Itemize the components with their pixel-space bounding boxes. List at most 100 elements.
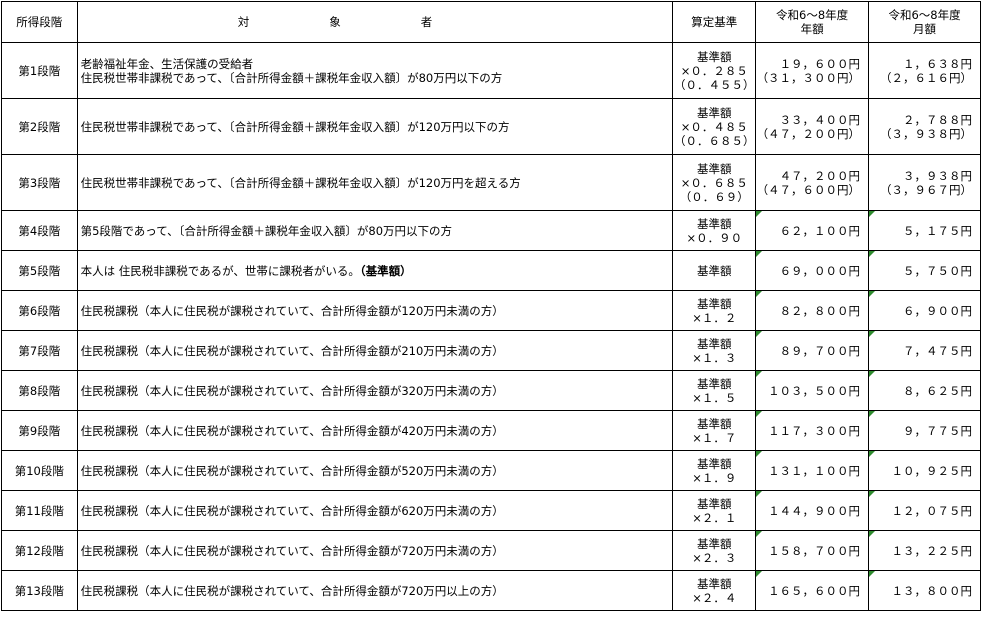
basis-label: 基準額 xyxy=(697,336,732,351)
monthly-cell: ８，６２５円 xyxy=(868,370,981,411)
annual-cell: １１７，３００円 xyxy=(755,410,870,451)
target-cell: 住民税課税（本人に住民税が課税されていて、合計所得金額が520万円未満の方） xyxy=(76,450,674,491)
annual-amount-alt: （３１，３００円） xyxy=(756,70,861,85)
annual-cell: ４７，２００円 （４７，６００円） xyxy=(755,154,870,211)
table-row: 第10段階 住民税課税（本人に住民税が課税されていて、合計所得金額が520万円未… xyxy=(1,450,981,491)
header-annual: 令和6～8年度 年額 xyxy=(755,1,870,43)
monthly-cell: ２，７８８円 （３，９３８円） xyxy=(868,98,981,155)
basis-rate: ×０．２８５ xyxy=(680,63,748,78)
header-target: 対象者 xyxy=(76,1,674,43)
monthly-amount-alt: （３，９６７円） xyxy=(880,182,972,197)
annual-cell: １４４，９００円 xyxy=(755,490,870,531)
table-row: 第7段階 住民税課税（本人に住民税が課税されていて、合計所得金額が210万円未満… xyxy=(1,330,981,371)
target-cell: 老齢福祉年金、生活保護の受給者 住民税世帯非課税であって、〔合計所得金額＋課税年… xyxy=(76,42,674,99)
monthly-cell: ３，９３８円 （３，９６７円） xyxy=(868,154,981,211)
basis-rate: ×１．３ xyxy=(692,350,737,365)
table-row: 第11段階 住民税課税（本人に住民税が課税されていて、合計所得金額が620万円未… xyxy=(1,490,981,531)
table-row: 第1段階 老齢福祉年金、生活保護の受給者 住民税世帯非課税であって、〔合計所得金… xyxy=(1,42,981,99)
monthly-cell: ７，４７５円 xyxy=(868,330,981,371)
basis-cell: 基準額 ×１．３ xyxy=(672,330,757,371)
monthly-cell: １３，８００円 xyxy=(868,570,981,611)
target-text: 本人は 住民税非課税であるが、世帯に課税者がいる。 xyxy=(80,263,360,278)
table-row: 第9段階 住民税課税（本人に住民税が課税されていて、合計所得金額が420万円未満… xyxy=(1,410,981,451)
basis-label: 基準額 xyxy=(697,49,732,64)
monthly-cell: １２，０７５円 xyxy=(868,490,981,531)
basis-rate: ×２．１ xyxy=(692,510,737,525)
target-cell: 第5段階であって、〔合計所得金額＋課税年金収入額〕が80万円以下の方 xyxy=(76,210,674,251)
header-monthly-period: 令和6～8年度 xyxy=(888,8,961,22)
annual-cell: １３１，１００円 xyxy=(755,450,870,491)
basis-cell: 基準額 ×０．６８５ （０．６９） xyxy=(672,154,757,211)
monthly-cell: ９，７７５円 xyxy=(868,410,981,451)
basis-rate: ×１．７ xyxy=(692,430,737,445)
basis-cell: 基準額 ×２．４ xyxy=(672,570,757,611)
target-cell: 住民税課税（本人に住民税が課税されていて、合計所得金額が620万円未満の方） xyxy=(76,490,674,531)
annual-cell: ６２，１００円 xyxy=(755,210,870,251)
table-row: 第3段階 住民税世帯非課税であって、〔合計所得金額＋課税年金収入額〕が120万円… xyxy=(1,154,981,211)
monthly-cell: １０，９２５円 xyxy=(868,450,981,491)
monthly-cell: ５，７５０円 xyxy=(868,250,981,291)
basis-label: 基準額 xyxy=(697,496,732,511)
basis-label: 基準額 xyxy=(697,161,732,176)
basis-rate: ×２．３ xyxy=(692,550,737,565)
monthly-cell: １３，２２５円 xyxy=(868,530,981,571)
monthly-cell: １，６３８円 （２，６１６円） xyxy=(868,42,981,99)
annual-cell: １５８，７００円 xyxy=(755,530,870,571)
basis-label: 基準額 xyxy=(697,376,732,391)
monthly-cell: ６，９００円 xyxy=(868,290,981,331)
header-calc-basis: 算定基準 xyxy=(672,1,757,43)
annual-cell: ３３，４００円 （４７，２００円） xyxy=(755,98,870,155)
stage-cell: 第4段階 xyxy=(1,210,78,251)
target-cell: 住民税課税（本人に住民税が課税されていて、合計所得金額が420万円未満の方） xyxy=(76,410,674,451)
basis-cell: 基準額 ×１．５ xyxy=(672,370,757,411)
stage-cell: 第6段階 xyxy=(1,290,78,331)
annual-cell: ８９，７００円 xyxy=(755,330,870,371)
monthly-amount-alt: （３，９３８円） xyxy=(880,126,972,141)
annual-cell: １６５，６００円 xyxy=(755,570,870,611)
basis-rate-alt: （０．４５５） xyxy=(674,77,755,92)
monthly-cell: ５，１７５円 xyxy=(868,210,981,251)
target-cell: 住民税世帯非課税であって、〔合計所得金額＋課税年金収入額〕が120万円を超える方 xyxy=(76,154,674,211)
stage-cell: 第3段階 xyxy=(1,154,78,211)
annual-cell: １０３，５００円 xyxy=(755,370,870,411)
stage-cell: 第10段階 xyxy=(1,450,78,491)
monthly-amount-alt: （２，６１６円） xyxy=(880,70,972,85)
header-annual-label: 年額 xyxy=(800,22,824,36)
basis-label: 基準額 xyxy=(697,105,732,120)
table-row: 第5段階 本人は 住民税非課税であるが、世帯に課税者がいる。（基準額） 基準額 … xyxy=(1,250,981,291)
basis-label: 基準額 xyxy=(697,536,732,551)
annual-amount: ４７，２００円 xyxy=(779,168,861,183)
header-annual-period: 令和6～8年度 xyxy=(776,8,849,22)
basis-rate: ×２．４ xyxy=(692,590,737,605)
target-line: 老齢福祉年金、生活保護の受給者 xyxy=(80,56,254,71)
annual-amount: ３３，４００円 xyxy=(779,112,861,127)
monthly-amount: １，６３８円 xyxy=(903,56,972,71)
table-row: 第2段階 住民税世帯非課税であって、〔合計所得金額＋課税年金収入額〕が120万円… xyxy=(1,98,981,155)
target-cell: 住民税世帯非課税であって、〔合計所得金額＋課税年金収入額〕が120万円以下の方 xyxy=(76,98,674,155)
annual-cell: ８２，８００円 xyxy=(755,290,870,331)
basis-cell: 基準額 ×０．２８５ （０．４５５） xyxy=(672,42,757,99)
stage-cell: 第9段階 xyxy=(1,410,78,451)
basis-rate: ×０．６８５ xyxy=(680,175,748,190)
table-row: 第4段階 第5段階であって、〔合計所得金額＋課税年金収入額〕が80万円以下の方 … xyxy=(1,210,981,251)
basis-rate: ×０．９０ xyxy=(686,230,743,245)
basis-rate-alt: （０．６８５） xyxy=(674,133,755,148)
target-line: 住民税世帯非課税であって、〔合計所得金額＋課税年金収入額〕が80万円以下の方 xyxy=(80,70,503,85)
table-row: 第8段階 住民税課税（本人に住民税が課税されていて、合計所得金額が320万円未満… xyxy=(1,370,981,411)
table-row: 第6段階 住民税課税（本人に住民税が課税されていて、合計所得金額が120万円未満… xyxy=(1,290,981,331)
basis-cell: 基準額 ×２．１ xyxy=(672,490,757,531)
stage-cell: 第5段階 xyxy=(1,250,78,291)
stage-cell: 第8段階 xyxy=(1,370,78,411)
stage-cell: 第2段階 xyxy=(1,98,78,155)
basis-cell: 基準額 ×２．３ xyxy=(672,530,757,571)
basis-label: 基準額 xyxy=(697,576,732,591)
annual-amount-alt: （４７，２００円） xyxy=(756,126,861,141)
table-row: 第12段階 住民税課税（本人に住民税が課税されていて、合計所得金額が720万円未… xyxy=(1,530,981,571)
basis-rate: ×０．４８５ xyxy=(680,119,748,134)
header-row: 所得段階 対象者 算定基準 令和6～8年度 年額 令和6～8年度 月額 xyxy=(1,1,981,43)
basis-label: 基準額 xyxy=(697,416,732,431)
basis-cell: 基準額 xyxy=(672,250,757,291)
annual-amount: １９，６００円 xyxy=(779,56,861,71)
monthly-amount: ２，７８８円 xyxy=(903,112,972,127)
